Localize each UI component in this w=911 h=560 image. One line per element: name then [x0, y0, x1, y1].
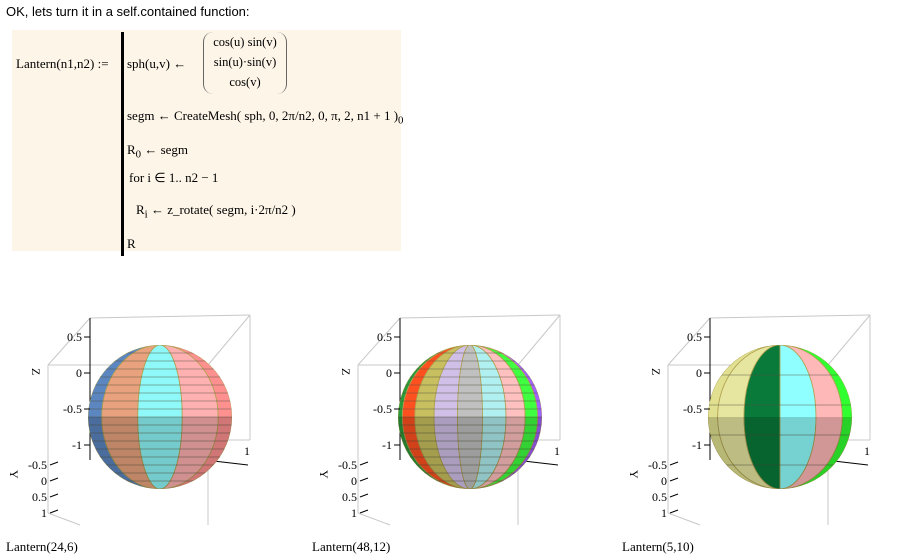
z-tick-label: -1	[382, 438, 392, 452]
z-tick-label: -0.5	[373, 402, 392, 416]
z-tick-label: -0.5	[683, 402, 702, 416]
shading	[708, 417, 852, 489]
y-tick	[359, 509, 369, 514]
y-tick	[669, 461, 679, 466]
shading	[88, 417, 232, 489]
z-tick-label: 0.5	[377, 330, 392, 344]
program-line-sph: sph(u,v) ←	[127, 56, 187, 71]
y-axis-label: Y	[317, 470, 331, 479]
subscript: 0	[135, 148, 142, 161]
subscript: i	[144, 208, 148, 221]
lantern-surface	[708, 345, 852, 489]
subscript: 0	[398, 114, 404, 127]
y-tick	[49, 461, 59, 466]
segm-expression: segm ← CreateMesh( sph, 0, 2π/n2, 0, π, …	[127, 108, 399, 123]
z-tick-label: -0.5	[63, 402, 82, 416]
x-tick-label: 1	[244, 444, 250, 458]
plot-svg: 0.5 0 -0.5 -1 -0.5 0 0.5 1 1 Z Y	[7, 314, 251, 526]
program-bar	[121, 32, 124, 256]
z-tick-label: 0	[696, 366, 702, 380]
bounding-box-edge	[357, 512, 391, 526]
y-tick-label: 0	[351, 474, 357, 488]
z-tick-label: 0	[386, 366, 392, 380]
lantern-segment	[159, 345, 232, 489]
bounding-box-edge	[207, 314, 251, 366]
y-tick	[669, 477, 679, 482]
plot-caption: Lantern(24,6)	[6, 539, 78, 554]
plot-lantern-48-12[interactable]: 0.5 0 -0.5 -1 -0.5 0 0.5 1 1 Z Y	[310, 300, 610, 535]
y-tick-label: 0.5	[342, 490, 357, 504]
y-tick	[49, 493, 59, 498]
y-tick	[359, 477, 369, 482]
function-definition-lhs: Lantern(n1,n2) :=	[16, 56, 109, 71]
r-var: R	[127, 142, 136, 157]
y-tick-label: 1	[661, 506, 667, 520]
z-tick-label: 0.5	[67, 330, 82, 344]
program-line-for: for i ∈ 1.. n2 − 1	[129, 170, 219, 185]
matrix-row: sin(u)·sin(v)	[213, 55, 277, 69]
program-region[interactable]: Lantern(n1,n2) := sph(u,v) ← cos(u) sin(…	[12, 30, 403, 256]
y-tick-label: 0	[661, 474, 667, 488]
y-tick	[49, 509, 59, 514]
bounding-box-edge	[667, 512, 701, 526]
bounding-box-edge	[357, 317, 401, 366]
lantern-surface	[398, 345, 542, 489]
y-tick-label: 0	[41, 474, 47, 488]
plot-svg: 0.5 0 -0.5 -1 -0.5 0 0.5 1 1 Z Y	[317, 314, 561, 526]
bounding-box-edge	[47, 317, 91, 366]
bounding-box-edge	[517, 314, 561, 366]
plot-lantern-5-10[interactable]: 0.5 0 -0.5 -1 -0.5 0 0.5 1 1 Z Y	[620, 300, 911, 535]
z-axis-label: Z	[29, 368, 43, 375]
program-line-r0: R0 ← segm	[127, 142, 188, 161]
program-line-return: R	[127, 236, 136, 251]
y-tick-label: -0.5	[338, 458, 357, 472]
y-tick	[669, 493, 679, 498]
y-tick-label: 0.5	[32, 490, 47, 504]
x-tick-label: 1	[864, 444, 870, 458]
y-tick-label: 0.5	[652, 490, 667, 504]
r-var: R	[136, 202, 145, 217]
plot-caption: Lantern(48,12)	[312, 539, 391, 554]
y-tick	[49, 477, 59, 482]
assign-segm: ← segm	[141, 142, 189, 157]
y-tick-label: -0.5	[648, 458, 667, 472]
bounding-box-edge	[47, 512, 81, 526]
lantern-segment	[469, 345, 542, 489]
program-line-ri: Ri ← z_rotate( segm, i·2π/n2 )	[136, 202, 296, 221]
bounding-box-edge	[667, 317, 711, 366]
program-line-segm: segm ← CreateMesh( sph, 0, 2π/n2, 0, π, …	[127, 108, 403, 127]
y-axis-label: Y	[7, 470, 21, 479]
lantern-surface	[88, 345, 232, 489]
z-tick-label: -1	[72, 438, 82, 452]
y-tick	[359, 493, 369, 498]
z-tick-label: 0	[76, 366, 82, 380]
z-tick-label: 0.5	[687, 330, 702, 344]
lantern-segment	[779, 345, 852, 489]
y-axis-label: Y	[627, 470, 641, 479]
x-tick-label: 1	[554, 444, 560, 458]
intro-text: OK, lets turn it in a self.contained fun…	[6, 4, 250, 19]
shading	[398, 417, 542, 489]
plot-svg: 0.5 0 -0.5 -1 -0.5 0 0.5 1 1 Z Y	[627, 314, 871, 526]
matrix-row: cos(u) sin(v)	[213, 35, 277, 49]
bounding-box-edge	[709, 314, 871, 319]
y-tick	[359, 461, 369, 466]
y-tick-label: 1	[351, 506, 357, 520]
plot-lantern-24-6[interactable]: 0.5 0 -0.5 -1 -0.5 0 0.5 1 1 Z Y	[0, 300, 300, 535]
z-tick-label: -1	[692, 438, 702, 452]
sph-matrix: cos(u) sin(v) sin(u)·sin(v) cos(v)	[203, 32, 287, 94]
y-tick-label: -0.5	[28, 458, 47, 472]
matrix-row: cos(v)	[229, 75, 261, 89]
bounding-box-edge	[399, 314, 561, 319]
z-axis-label: Z	[339, 368, 353, 375]
plot-caption: Lantern(5,10)	[622, 539, 694, 554]
z-axis-label: Z	[649, 368, 663, 375]
z-rotate-expression: ← z_rotate( segm, i·2π/n2 )	[147, 202, 296, 217]
bounding-box-edge	[827, 314, 871, 366]
y-tick-label: 1	[41, 506, 47, 520]
bounding-box-edge	[89, 314, 251, 319]
y-tick	[669, 509, 679, 514]
